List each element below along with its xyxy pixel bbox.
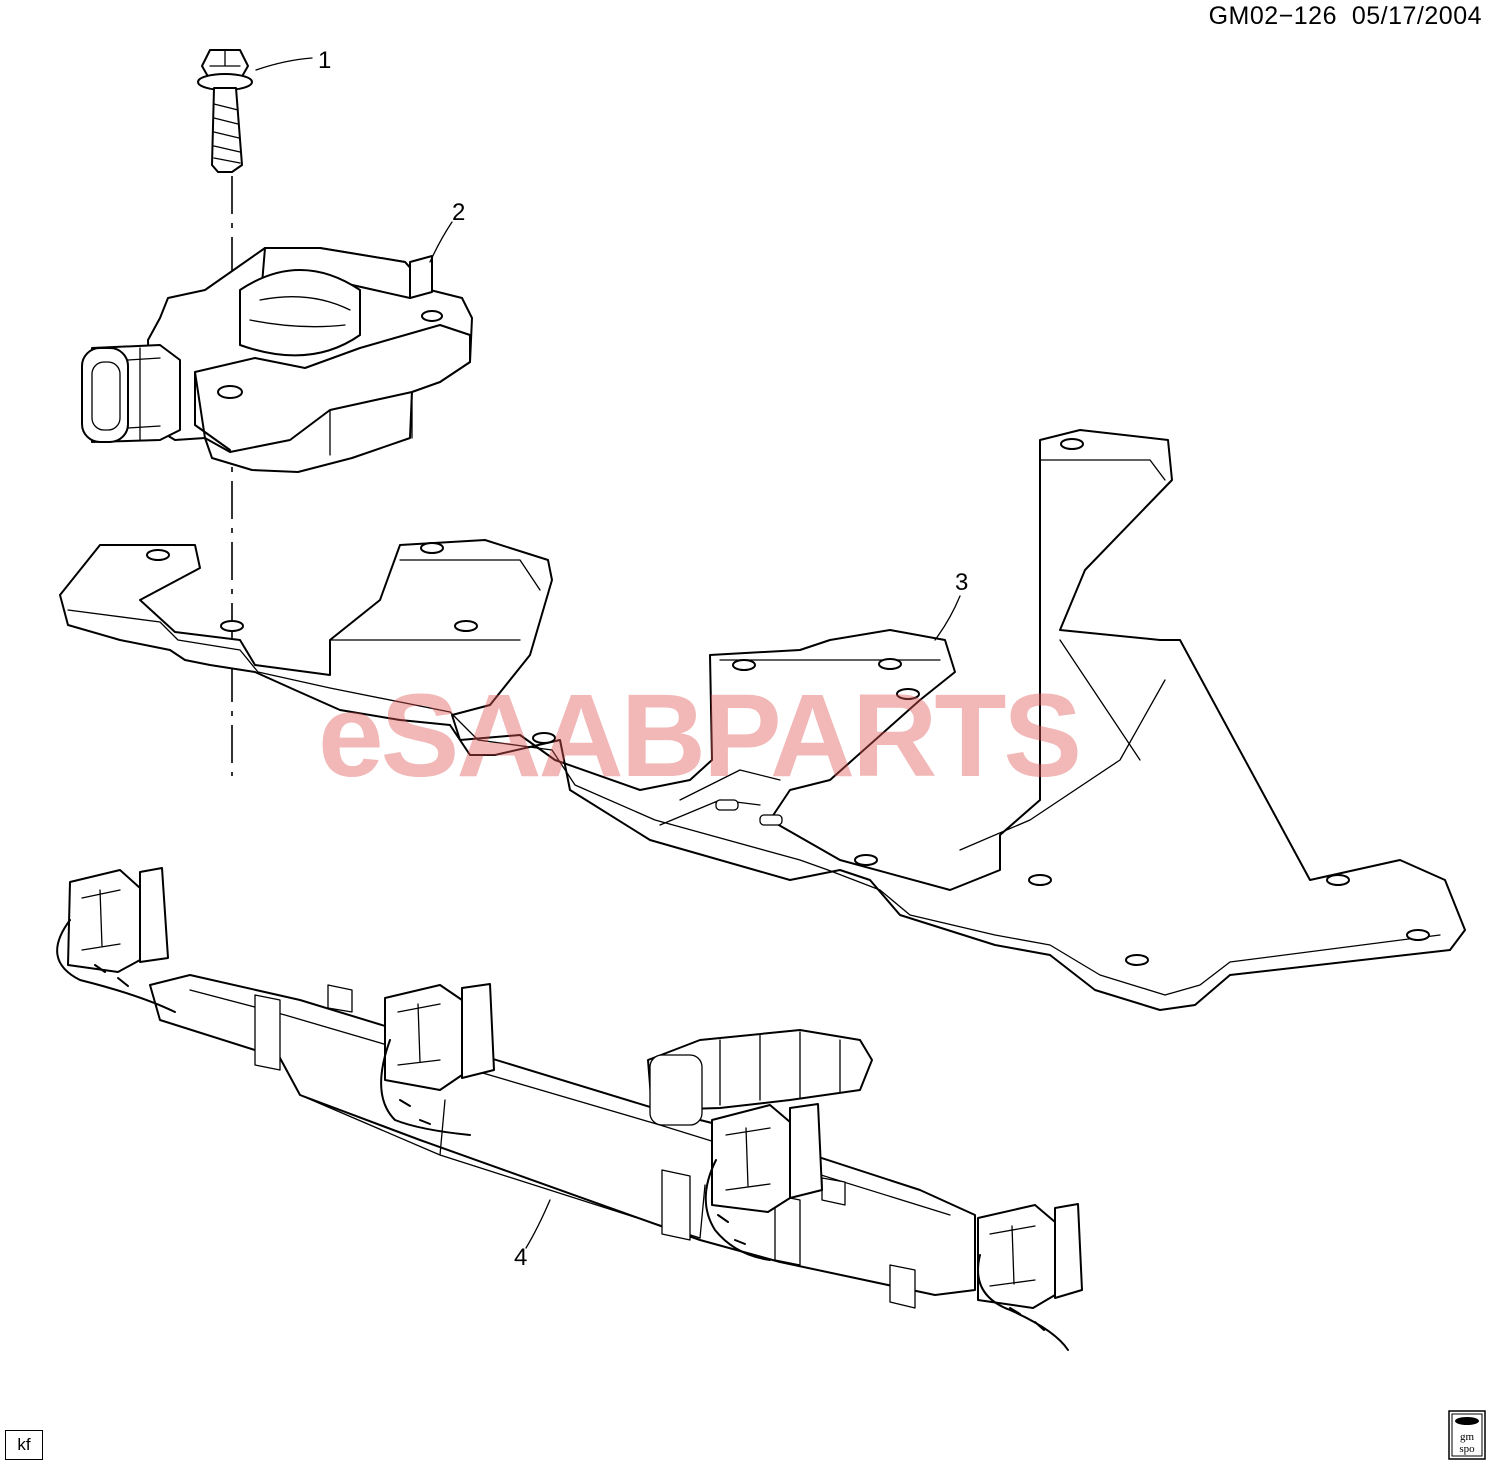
callout-2-leader: [429, 221, 453, 263]
gm-spo-logo: gm spo: [1448, 1410, 1486, 1460]
svg-text:spo: spo: [1459, 1443, 1475, 1455]
document-date: 05/17/2004: [1351, 2, 1482, 30]
callout-3: 3: [955, 569, 968, 596]
svg-text:gm: gm: [1460, 1431, 1475, 1443]
corner-tag: kf: [5, 1430, 43, 1460]
part-2-ignition-coil: [81, 247, 473, 473]
part-1-bolt: [197, 49, 253, 173]
callout-4: 4: [514, 1244, 527, 1271]
callout-4-leader: [525, 1199, 551, 1249]
part-3-coil-bracket: [59, 429, 1466, 1011]
callout-2: 2: [452, 199, 465, 226]
callout-1-leader: [255, 57, 313, 71]
part-4-wiring-harness: [56, 867, 1083, 1351]
callout-3-leader: [934, 595, 961, 641]
callout-1: 1: [318, 47, 331, 74]
document-id-and-date: GM02−126 05/17/2004: [1209, 2, 1482, 31]
document-id: GM02−126: [1208, 2, 1337, 30]
